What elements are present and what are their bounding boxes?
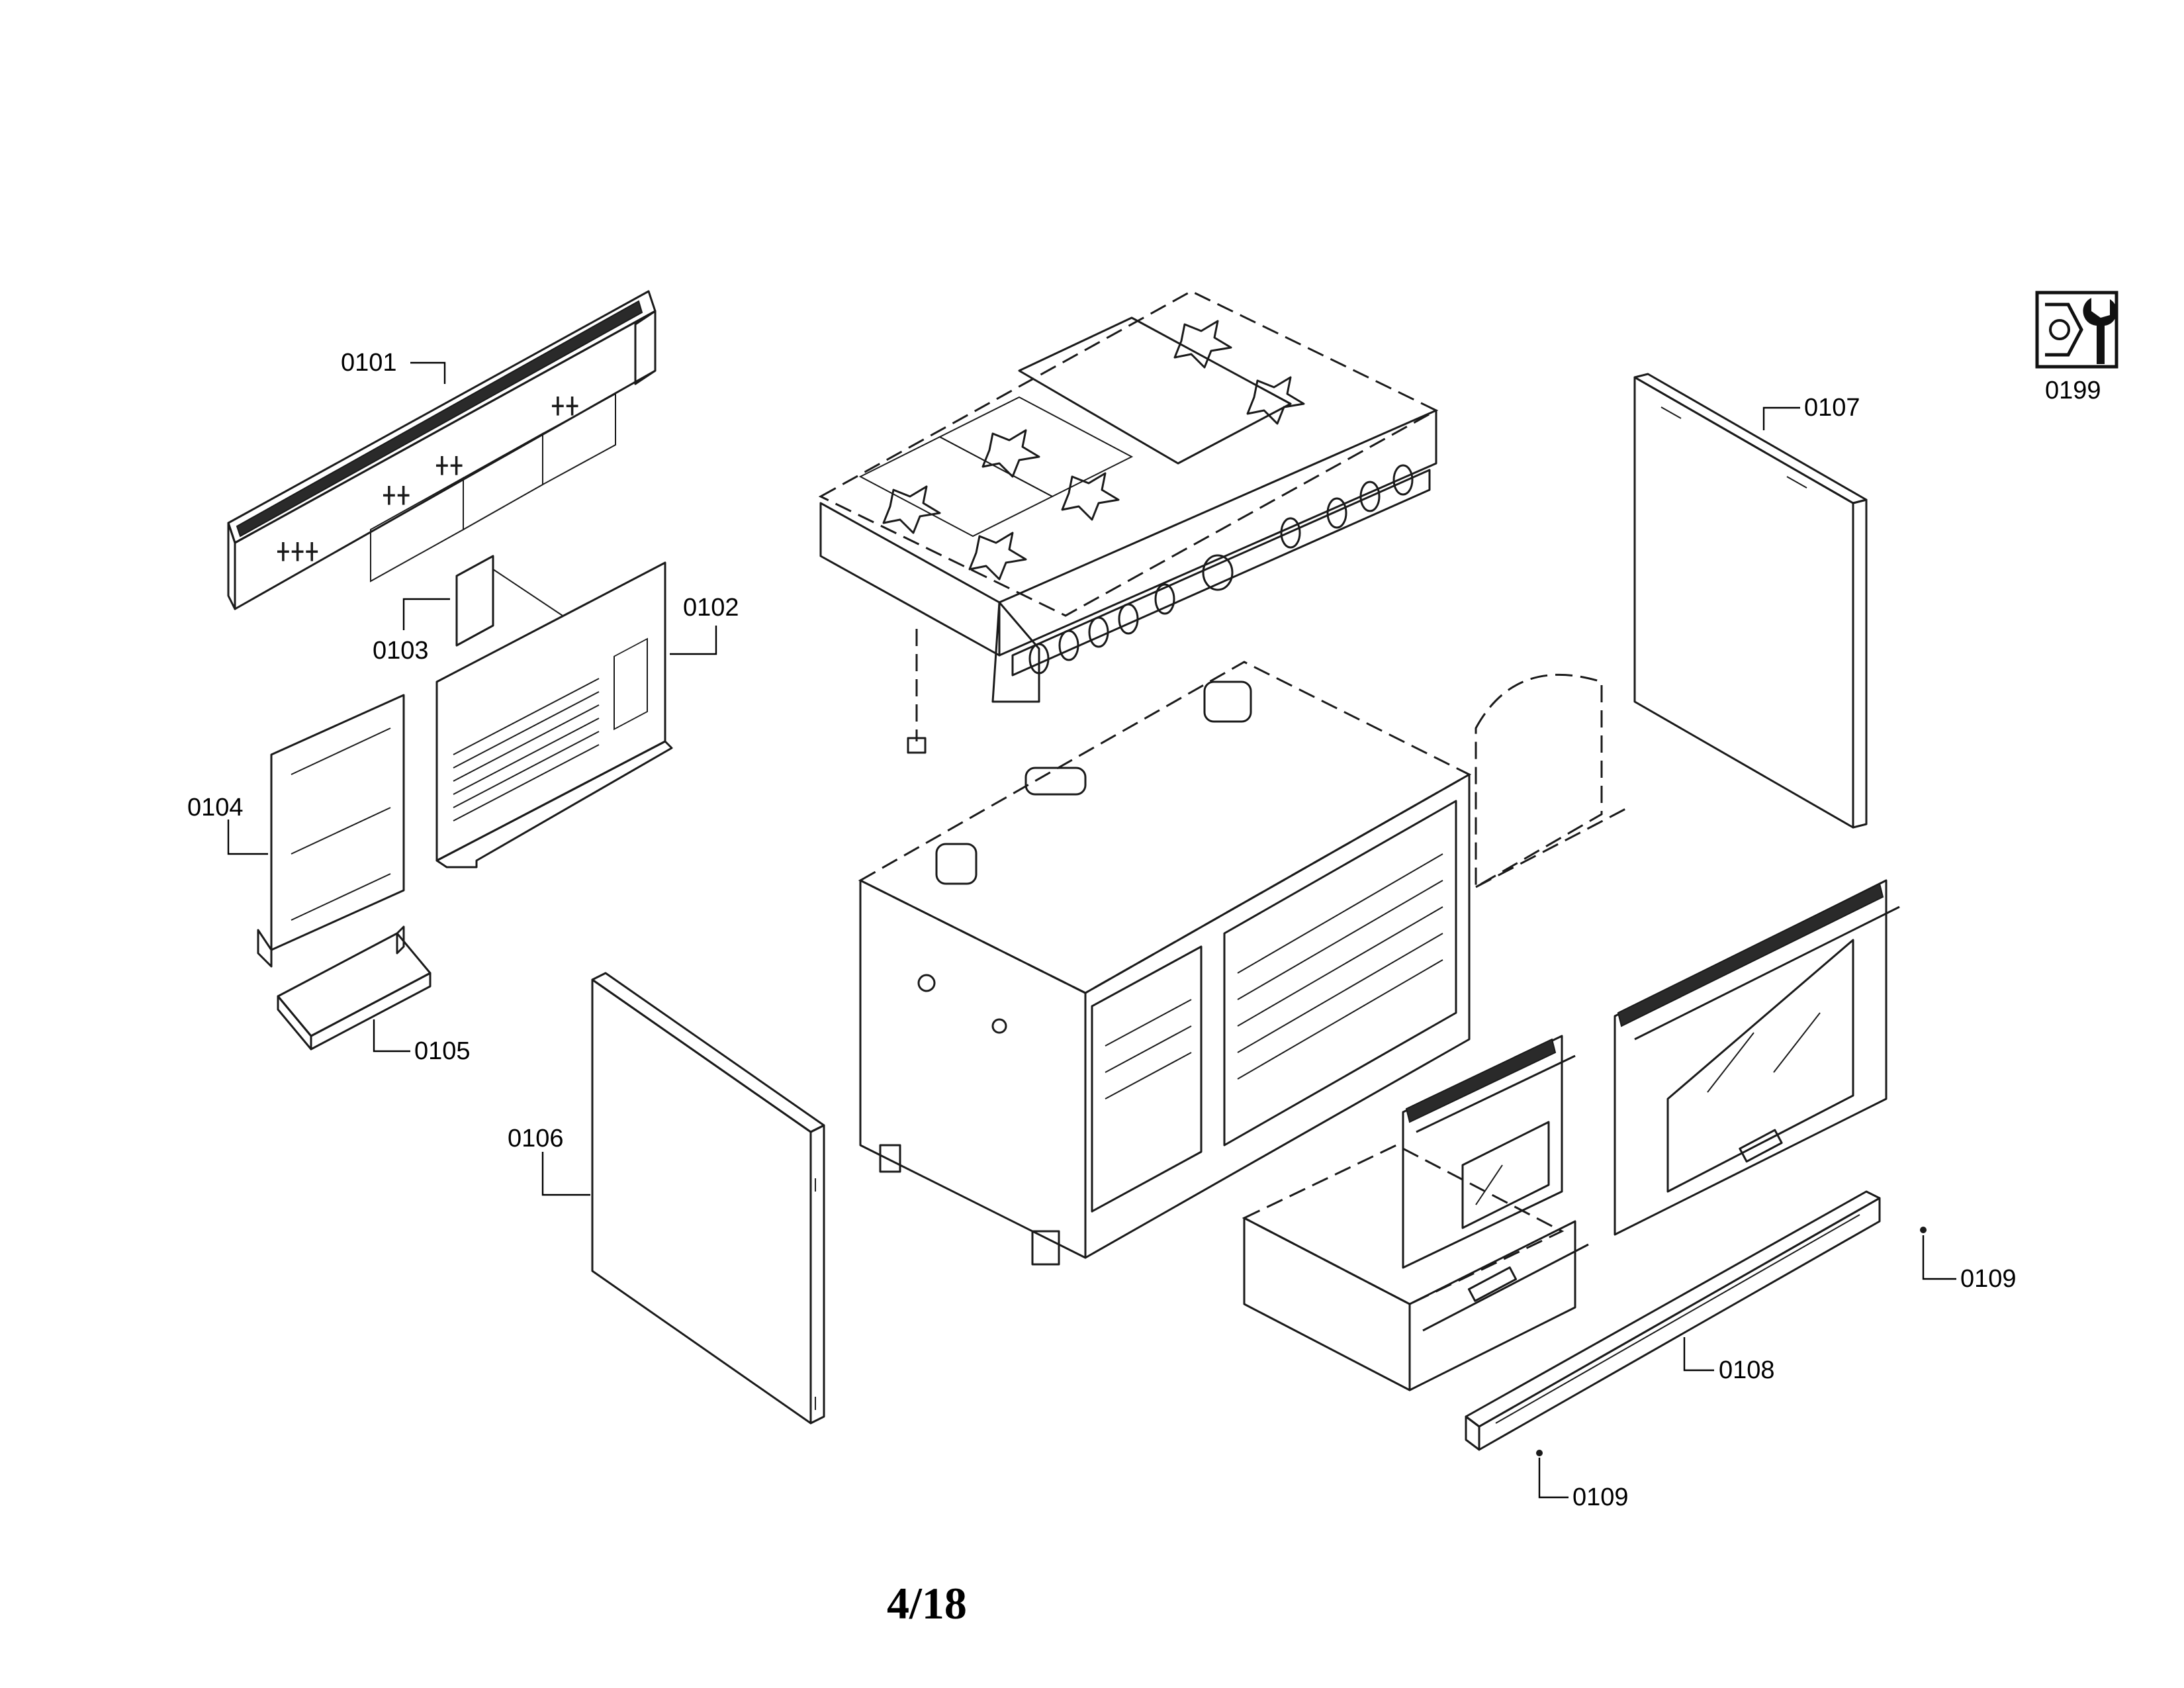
callout-0103: 0103 [373,637,429,665]
backguard-panel: ┼ ┼ ┼ ┼ ┼ ┼ ┼ ┼ ┼ [227,290,657,610]
side-panel [591,972,825,1425]
large-oven-door [1614,879,1900,1236]
callout-0107: 0107 [1804,394,1860,422]
page-number: 4/18 [887,1578,967,1628]
svg-text:┼ ┼: ┼ ┼ [383,486,409,504]
callout-0109-bottom: 0109 [1572,1483,1629,1511]
leader-lines [227,361,1956,1499]
burner-grates [882,320,1305,581]
callout-0101: 0101 [341,349,397,377]
callout-0108: 0108 [1719,1356,1775,1384]
right-side-panel [1633,373,1868,829]
cooktop-assembly [818,290,1439,754]
small-oven-door [1402,1035,1576,1269]
range-body [858,661,1629,1266]
oven-racks [1105,853,1443,1100]
callout-0104: 0104 [187,794,244,821]
side-shield [257,694,405,968]
bottom-bracket [277,925,432,1051]
warming-drawer [1242,1144,1589,1391]
svg-text:┼ ┼ ┼: ┼ ┼ ┼ [277,542,317,561]
rear-panel [435,561,673,868]
kick-plate [1465,1190,1927,1456]
callout-0106: 0106 [508,1125,564,1152]
control-knobs [1028,464,1414,675]
svg-text:┼ ┼: ┼ ┼ [552,397,578,415]
rating-plate [455,555,563,647]
callout-0199: 0199 [2045,377,2101,404]
svg-text:┼ ┼: ┼ ┼ [436,456,462,475]
callout-0109-right: 0109 [1960,1265,2017,1293]
wrench-icon [2035,291,2118,369]
callout-0105: 0105 [414,1037,471,1065]
callout-0102: 0102 [683,594,739,622]
louvers [453,678,600,821]
